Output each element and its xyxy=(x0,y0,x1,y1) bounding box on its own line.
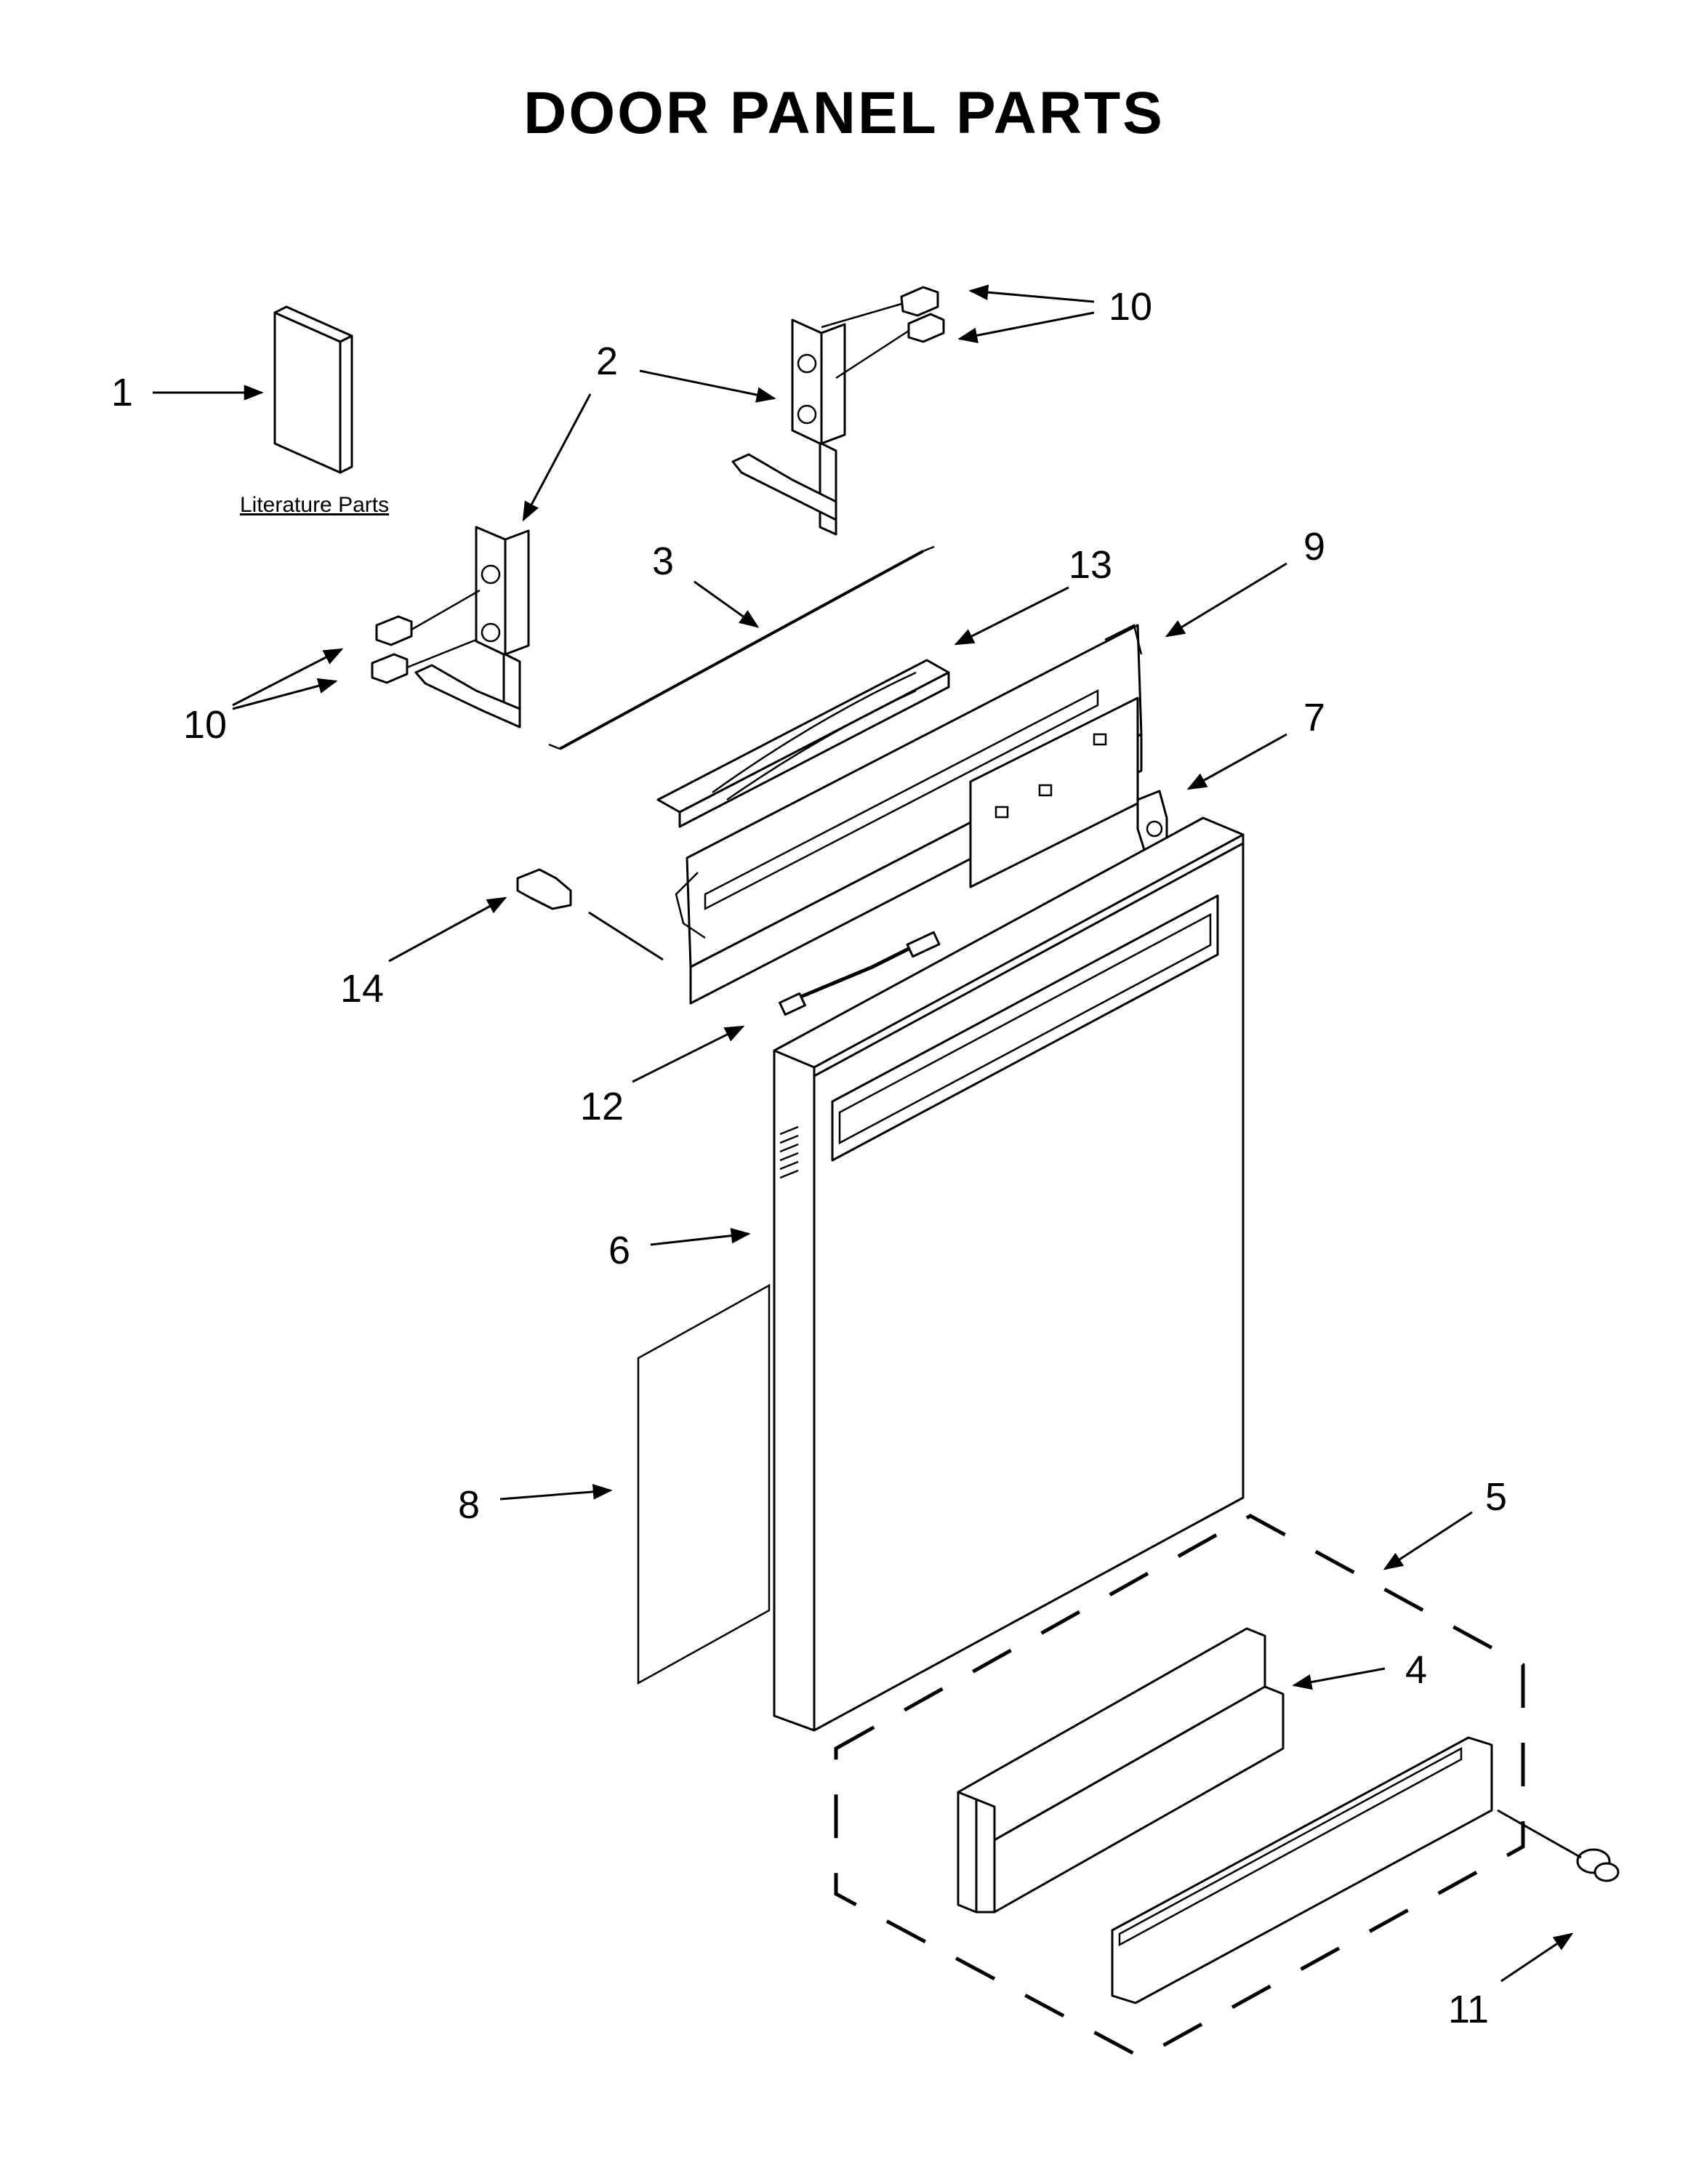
part-1-literature[interactable] xyxy=(273,305,353,474)
part-3-rod[interactable] xyxy=(548,545,935,750)
callout-7: 7 xyxy=(1303,696,1325,739)
part-2-hinge-bracket-lower[interactable] xyxy=(414,526,530,728)
callout-9: 9 xyxy=(1303,525,1325,569)
callout-1: 1 xyxy=(111,371,133,414)
part-10-screw-upper-a[interactable] xyxy=(821,286,939,329)
callout-labels: 1 2 10 10 3 13 9 7 14 12 6 8 5 4 11 xyxy=(111,285,1507,2031)
part-6-door-panel[interactable] xyxy=(773,816,1245,1732)
callout-14: 14 xyxy=(340,967,384,1011)
callout-8: 8 xyxy=(458,1483,480,1527)
part-9-control-panel[interactable] xyxy=(675,624,1143,1005)
vent-slots xyxy=(779,1125,799,1179)
part-5-toe-panel-group-outline xyxy=(834,1514,1525,2060)
leader-arrows xyxy=(153,284,1574,1983)
part-11-guide-line xyxy=(1497,1809,1582,1859)
toe-bracket-strip[interactable] xyxy=(1111,1736,1493,2004)
callout-5: 5 xyxy=(1485,1475,1507,1519)
callout-13: 13 xyxy=(1069,543,1112,587)
part-4-toe-panel[interactable] xyxy=(957,1627,1285,1914)
callout-3: 3 xyxy=(652,539,674,583)
callout-11: 11 xyxy=(1448,1988,1489,2031)
callout-6: 6 xyxy=(608,1229,630,1272)
part-12-wire-harness[interactable] xyxy=(779,931,941,1016)
part-2-hinge-bracket-upper[interactable] xyxy=(731,318,846,536)
callout-12: 12 xyxy=(580,1085,624,1128)
diagram-title: DOOR PANEL PARTS xyxy=(523,80,1165,146)
callout-10-top: 10 xyxy=(1109,285,1152,329)
part-10-screw-upper-b[interactable] xyxy=(835,313,945,380)
part-13-handle[interactable] xyxy=(656,659,950,828)
part-10-screw-lower-a[interactable] xyxy=(375,589,481,646)
part-10-screw-lower-b[interactable] xyxy=(371,638,477,684)
part-8-insulation[interactable] xyxy=(637,1283,771,1685)
part-14-guide-line xyxy=(588,911,664,961)
part-11-clip[interactable] xyxy=(1576,1848,1620,1882)
literature-parts-label: Literature Parts xyxy=(240,493,389,517)
part-14-screw[interactable] xyxy=(516,868,572,910)
callout-4: 4 xyxy=(1405,1648,1427,1692)
callout-2: 2 xyxy=(596,340,618,383)
callout-10-left: 10 xyxy=(183,703,227,747)
